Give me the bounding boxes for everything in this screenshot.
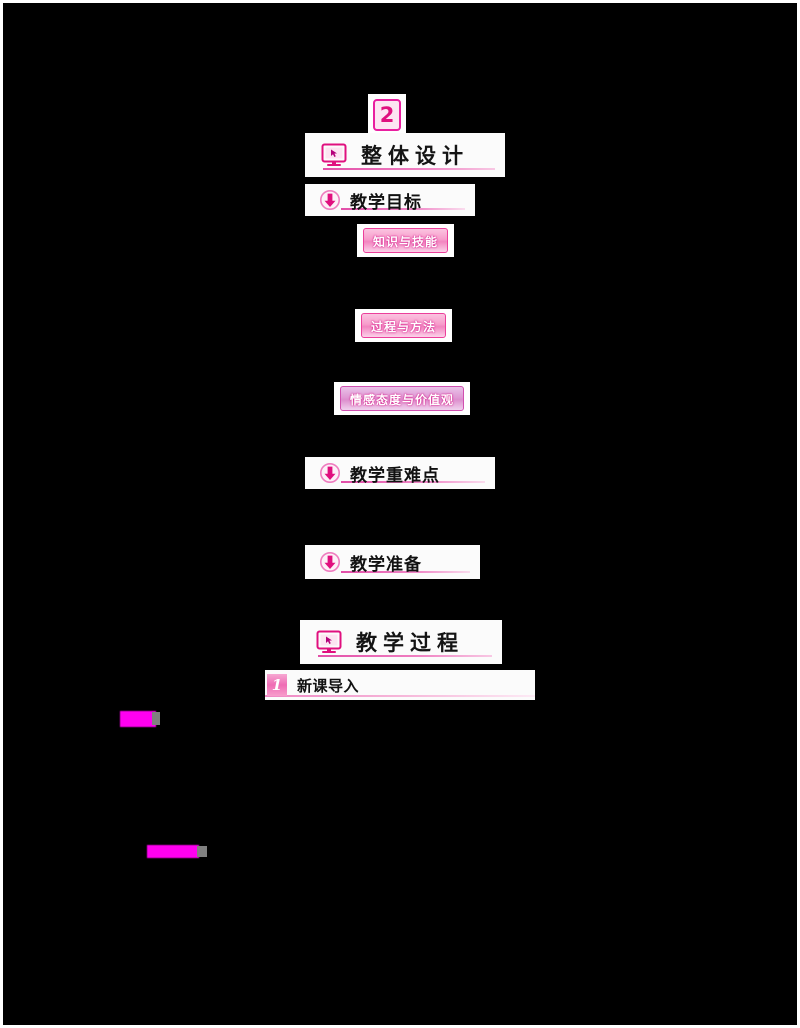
objective-badge-attitude-values: 情感态度与价值观: [334, 382, 471, 415]
section-header-key-difficulties: 教学重难点: [305, 457, 495, 489]
section-title-teaching-preparation: 教学准备: [350, 554, 422, 575]
page-edge-left: [0, 0, 3, 1028]
badge-label: 知识与技能: [373, 235, 439, 249]
section-header-teaching-preparation: 教学准备: [305, 545, 480, 579]
section-header-teaching-objectives: 教学目标: [305, 184, 475, 216]
section-title-teaching-objectives: 教学目标: [350, 192, 422, 213]
section-underline: [341, 481, 485, 483]
monitor-cursor-icon: [321, 143, 347, 167]
section-title-overall-design: 整体设计: [361, 143, 469, 168]
circle-down-arrow-icon: [319, 462, 341, 484]
step-underline: [265, 695, 535, 697]
objective-badge-process-method: 过程与方法: [355, 309, 453, 342]
badge-label: 过程与方法: [371, 320, 437, 334]
objective-badge-knowledge-skills: 知识与技能: [357, 224, 455, 257]
section-header-teaching-process: 教学过程: [300, 620, 502, 664]
chapter-number-badge: 2: [368, 94, 406, 136]
section-underline: [323, 168, 495, 170]
badge-body: 情感态度与价值观: [340, 386, 465, 411]
step-title-new-lesson-intro: 新课导入: [297, 676, 360, 695]
redacted-note-2: [147, 845, 199, 858]
badge-body: 知识与技能: [363, 228, 449, 253]
section-underline: [318, 655, 492, 657]
section-title-teaching-process: 教学过程: [356, 630, 464, 655]
page-edge-bottom: [0, 1025, 800, 1028]
chapter-badge-inner: 2: [373, 99, 401, 131]
badge-label: 情感态度与价值观: [350, 393, 455, 407]
page-edge-right: [797, 0, 800, 1028]
monitor-cursor-icon: [316, 630, 342, 654]
section-header-overall-design: 整体设计: [305, 133, 505, 177]
redacted-note-1: [120, 711, 156, 727]
redacted-note-2-tail: [197, 846, 207, 857]
redacted-note-1-tail: [152, 712, 160, 725]
circle-down-arrow-icon: [319, 551, 341, 573]
section-underline: [341, 571, 470, 573]
page-edge-top: [0, 0, 800, 3]
step-bar-new-lesson-intro: 1 新课导入: [265, 670, 535, 700]
circle-down-arrow-icon: [319, 189, 341, 211]
step-number-badge: 1: [267, 674, 287, 696]
section-underline: [341, 208, 465, 210]
badge-body: 过程与方法: [361, 313, 447, 338]
section-title-key-difficulties: 教学重难点: [350, 465, 440, 486]
step-number-text: 1: [271, 675, 283, 694]
chapter-number-text: 2: [379, 102, 395, 127]
